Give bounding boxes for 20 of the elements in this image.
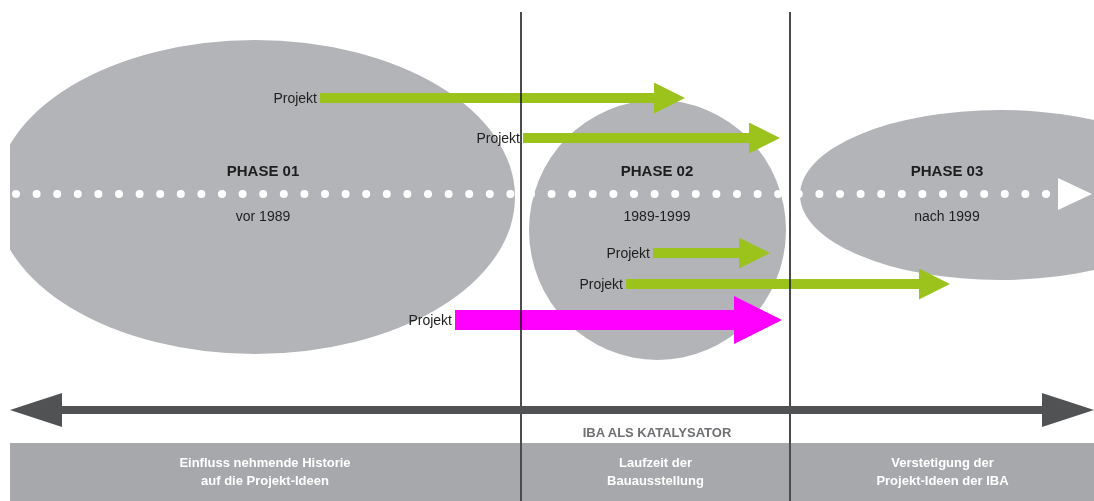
arrow — [653, 237, 770, 269]
phase-band: Verstetigung der Projekt-Ideen der IBA — [791, 443, 1094, 501]
phase-period: vor 1989 — [235, 207, 291, 226]
arrow — [320, 82, 685, 114]
phase-title: PHASE 03 — [910, 161, 984, 181]
phase-title: PHASE 01 — [226, 161, 300, 181]
timeline-caption: IBA ALS KATALYSATOR — [582, 424, 732, 442]
project-label: Projekt — [567, 274, 623, 294]
phase-band: Einfluss nehmende Historie auf die Projekt-Ideen — [10, 443, 520, 501]
arrow — [523, 122, 780, 154]
project-label: Projekt — [396, 310, 452, 330]
phase-period: nach 1999 — [914, 207, 980, 226]
arrow — [626, 268, 950, 300]
project-label: Projekt — [261, 88, 317, 108]
project-label: Projekt — [464, 128, 520, 148]
arrow — [455, 296, 782, 344]
phase-band: Laufzeit der Bauausstellung — [522, 443, 789, 501]
phase-period: 1989-1999 — [623, 207, 691, 226]
phase-title: PHASE 02 — [620, 161, 694, 181]
project-label: Projekt — [594, 243, 650, 263]
